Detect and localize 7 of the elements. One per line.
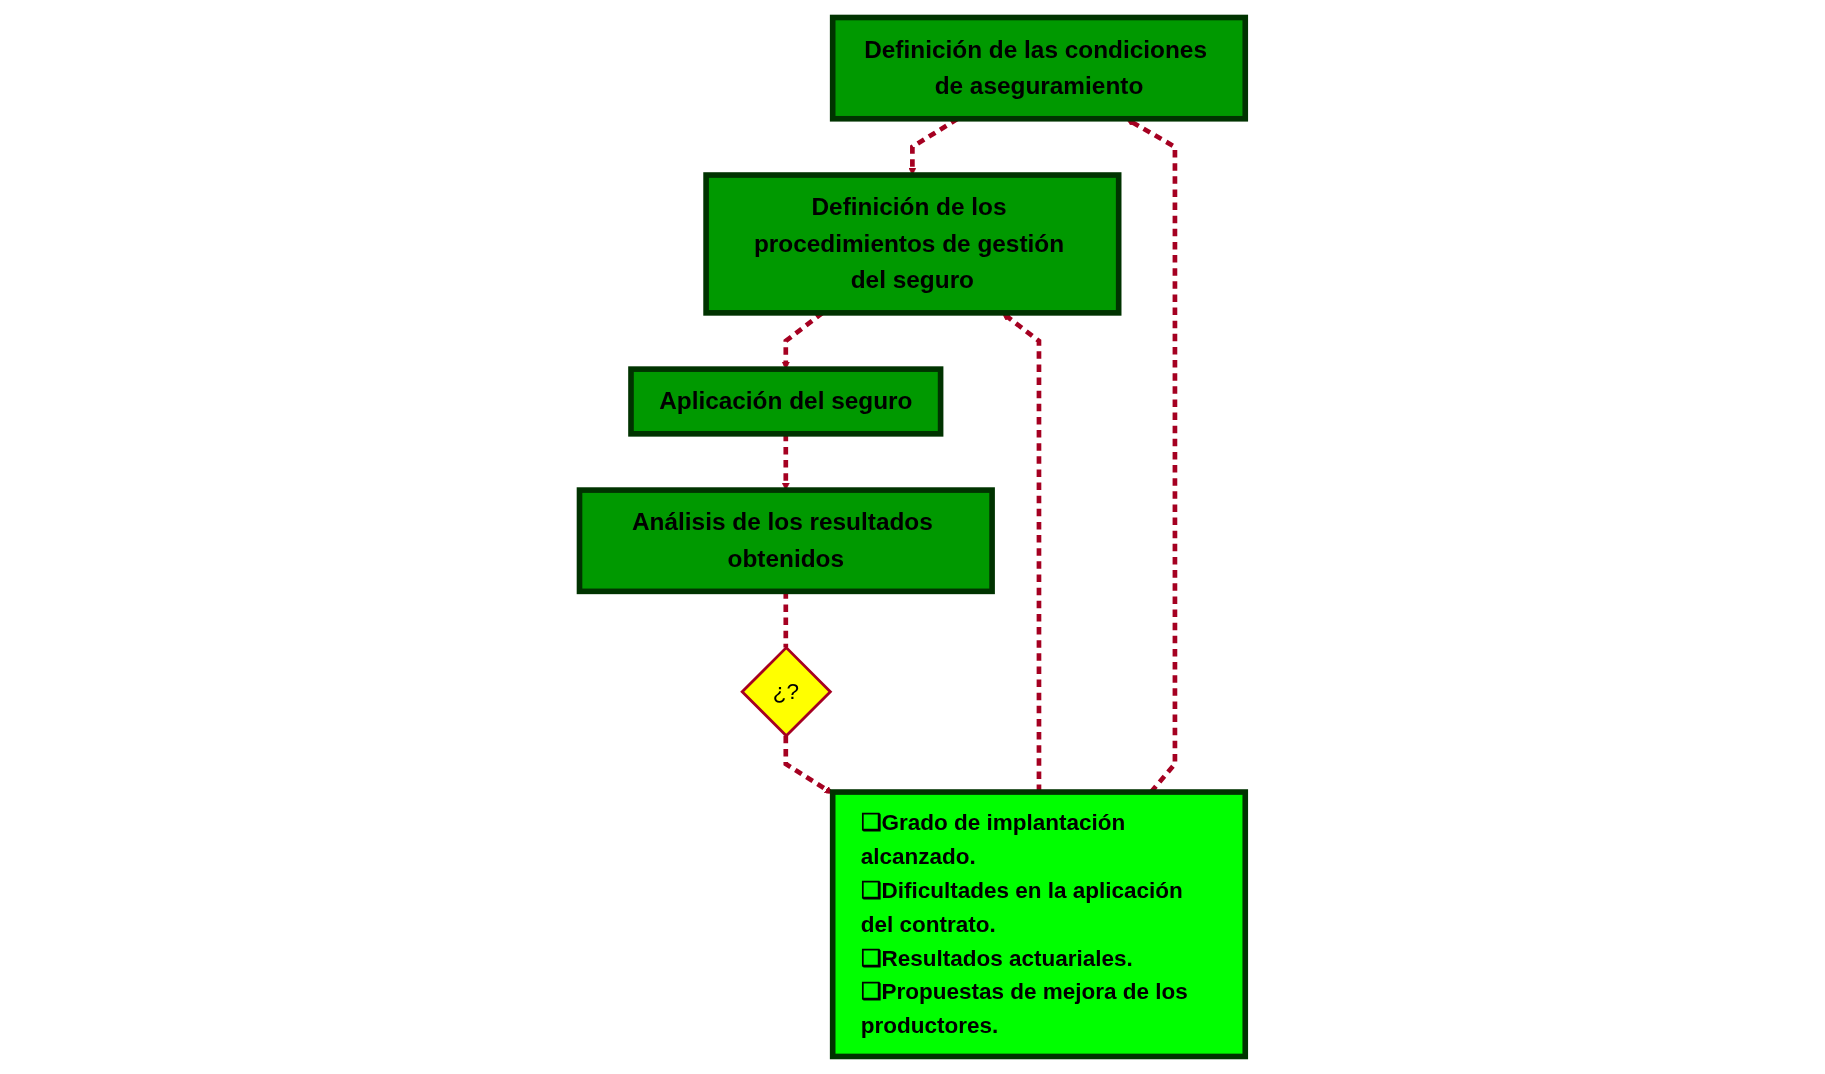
node-box: ❑Grado de implantación alcanzado. ❑Dificultades en la aplicación del contrato. ❑Resultados actuariales. ❑Propuestas de mejora de los productores. — [829, 789, 1249, 1060]
node-box: Definición de las condiciones de aseguramiento — [829, 14, 1249, 122]
node-box: Análisis de los resultados obtenidos — [576, 487, 995, 595]
node-box: Definición de los procedimientos de gestión del seguro — [703, 172, 1122, 316]
connector — [783, 591, 789, 648]
node-box: Aplicación del seguro — [628, 366, 944, 437]
node-diamond: ¿? — [740, 645, 833, 738]
